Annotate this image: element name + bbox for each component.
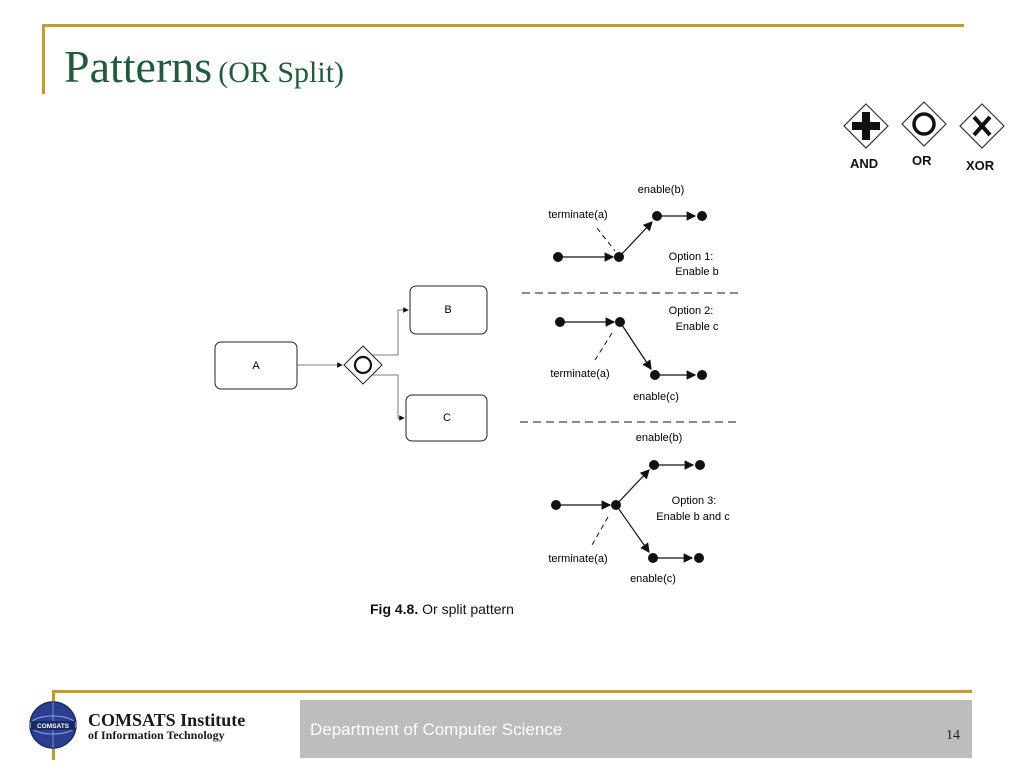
figure-number: Fig 4.8.	[370, 601, 419, 617]
comsats-logo-icon: COMSATS	[29, 701, 77, 749]
slide-title: Patterns(OR Split)	[64, 40, 344, 93]
option-2-terminate-label: terminate(a)	[550, 368, 609, 380]
option-3-terminate-label: terminate(a)	[548, 553, 607, 565]
figure-caption: Fig 4.8. Or split pattern	[370, 601, 514, 617]
option-1-enable-b-label: enable(b)	[638, 184, 684, 196]
logo-text: COMSATS	[37, 723, 70, 730]
task-b-box: B	[409, 285, 488, 335]
top-accent-rule	[42, 24, 964, 27]
left-accent-rule	[42, 24, 45, 94]
or-gateway-icon	[343, 345, 383, 385]
task-c-label: C	[443, 412, 451, 424]
and-label: AND	[850, 156, 879, 171]
slide-title-main: Patterns	[64, 41, 213, 92]
task-c-box: C	[405, 394, 488, 442]
institute-name-line2: of Information Technology	[88, 728, 225, 742]
task-a-box: A	[214, 341, 298, 390]
or-label: OR	[912, 153, 932, 168]
option-1-graph: terminate(a) enable(b) Option 1: Enable …	[548, 184, 718, 278]
circle-diamond-icon	[901, 101, 947, 147]
bottom-accent-rule	[52, 690, 972, 693]
option-2-enable-c-label: enable(c)	[633, 391, 679, 403]
option-3-enable-b-label: enable(b)	[636, 432, 682, 444]
option-1-label-line1: Option 1:	[669, 251, 714, 263]
xor-label: XOR	[966, 158, 995, 173]
task-b-label: B	[444, 304, 451, 316]
option-2-label-line2: Enable c	[676, 321, 719, 333]
or-split-diagram: A B C terminate(a) enable(b) Option 1: E…	[214, 184, 738, 585]
option-3-label-line2: Enable b and c	[656, 511, 730, 523]
sequence-flows	[297, 307, 409, 421]
plus-diamond-icon	[843, 103, 889, 149]
gateway-legend: AND OR XOR	[838, 100, 1008, 180]
figure-caption-text: Or split pattern	[418, 601, 514, 617]
task-a-label: A	[252, 360, 260, 372]
footer-bar: Department of Computer Science 14	[300, 700, 972, 758]
department-label: Department of Computer Science	[310, 720, 563, 739]
option-3-graph: enable(b) terminate(a) enable(c) Option …	[548, 432, 730, 585]
institute-name-line1: COMSATS Institute	[88, 710, 246, 730]
page-number: 14	[946, 728, 960, 743]
slide-title-sub: (OR Split)	[218, 56, 345, 89]
option-3-label-line1: Option 3:	[672, 495, 717, 507]
x-diamond-icon	[959, 103, 1005, 149]
option-2-graph: terminate(a) enable(c) Option 2: Enable …	[550, 305, 719, 403]
option-2-label-line1: Option 2:	[669, 305, 714, 317]
option-1-label-line2: Enable b	[675, 266, 718, 278]
option-3-enable-c-label: enable(c)	[630, 573, 676, 585]
option-1-terminate-label: terminate(a)	[548, 209, 607, 221]
